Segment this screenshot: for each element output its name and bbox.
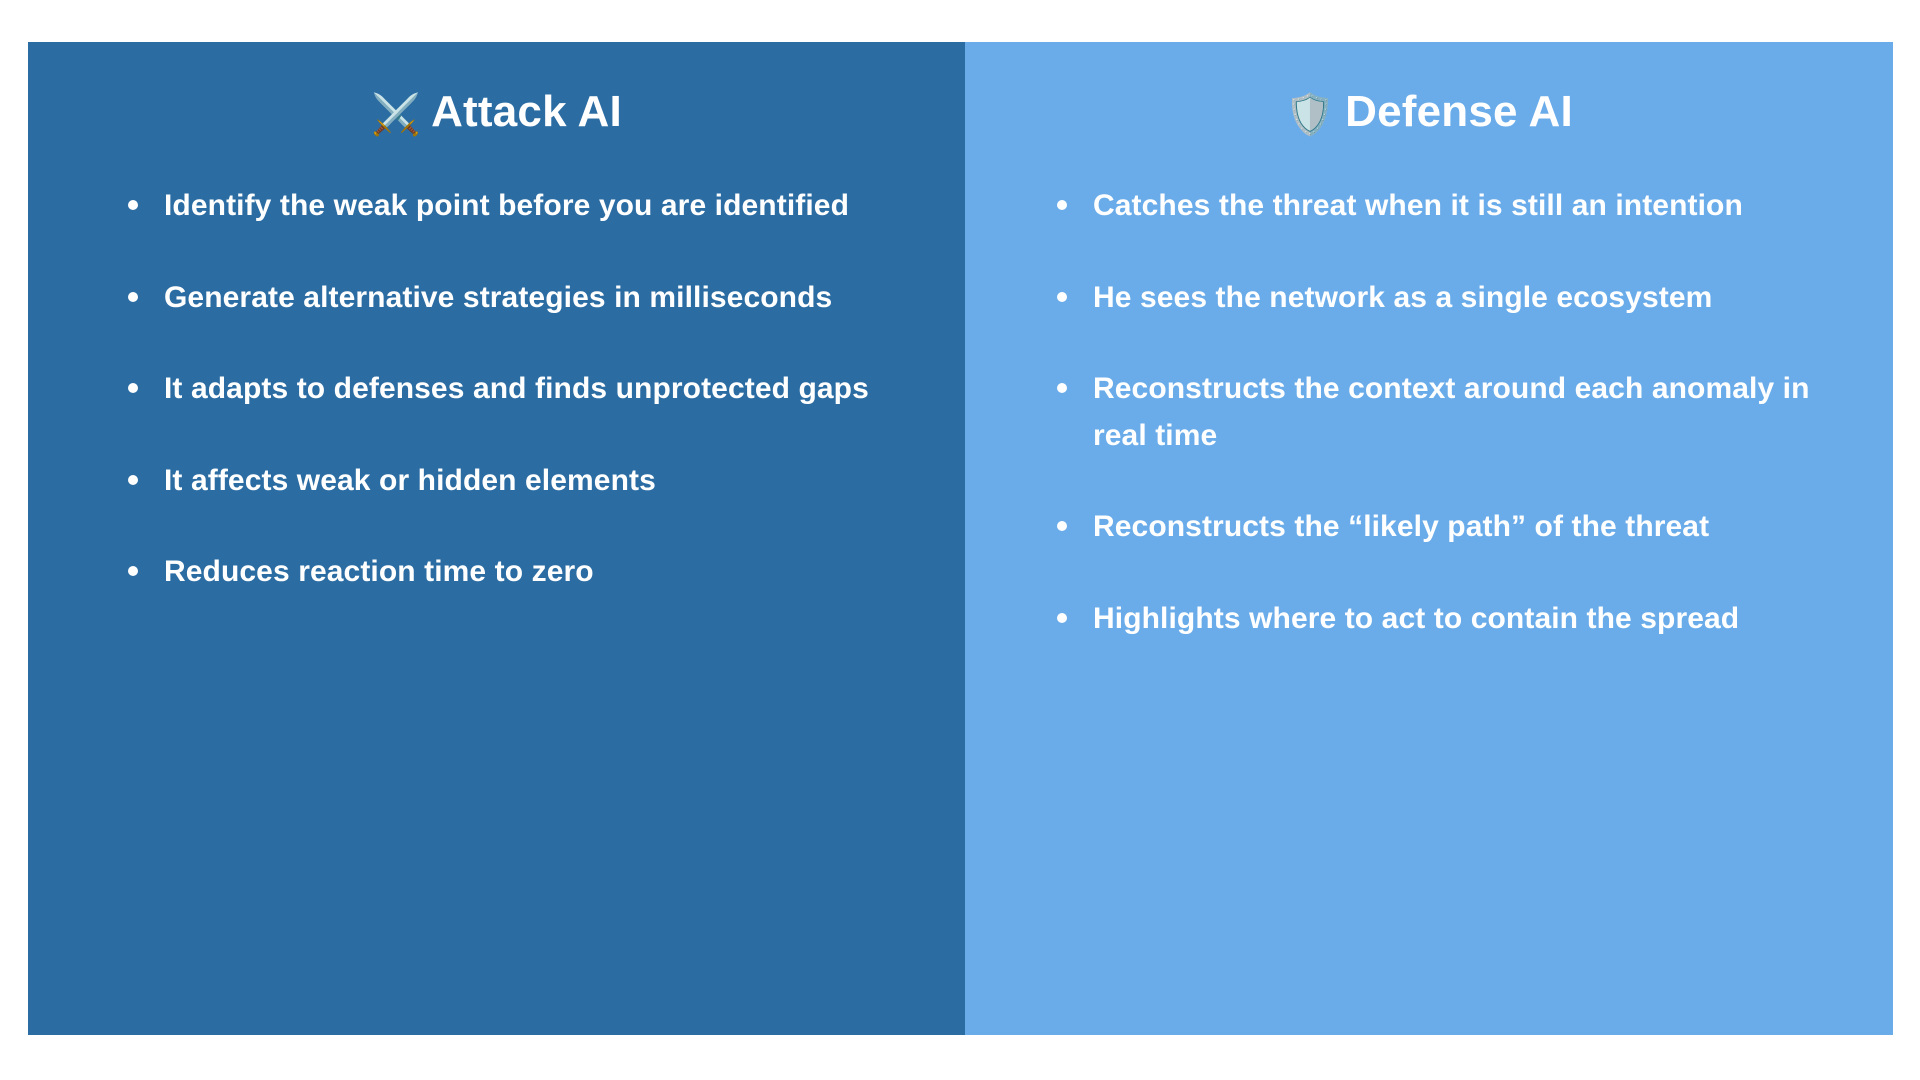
list-item-text: Reduces reaction time to zero xyxy=(164,555,594,588)
crossed-swords-icon: ⚔️ xyxy=(371,92,422,138)
list-item-text: Highlights where to act to contain the s… xyxy=(1093,601,1740,635)
bullet-dot-icon xyxy=(1057,200,1067,210)
list-item: It adapts to defenses and finds unprotec… xyxy=(126,366,907,413)
list-item-text: It affects weak or hidden elements xyxy=(164,463,656,497)
defense-bullet-list: Catches the threat when it is still an i… xyxy=(965,183,1893,642)
list-item-text: It adapts to defenses and finds unprotec… xyxy=(164,372,869,405)
list-item: He sees the network as a single ecosyste… xyxy=(1055,275,1835,322)
panel-attack-title-text: Attack AI xyxy=(431,87,622,136)
list-item-text: Catches the threat when it is still an i… xyxy=(1093,189,1743,222)
bullet-dot-icon xyxy=(1057,612,1067,623)
list-item: Highlights where to act to contain the s… xyxy=(1055,596,1835,643)
bullet-dot-icon xyxy=(128,200,138,210)
bullet-dot-icon xyxy=(128,291,138,302)
list-item: Identify the weak point before you are i… xyxy=(126,183,907,230)
list-item-text: Identify the weak point before you are i… xyxy=(164,189,849,222)
list-item-text: Reconstructs the context around each ano… xyxy=(1093,372,1810,452)
list-item: Reduces reaction time to zero xyxy=(126,549,907,596)
bullet-dot-icon xyxy=(1057,521,1067,531)
comparison-panels: ⚔️Attack AI Identify the weak point befo… xyxy=(28,42,1893,1035)
list-item-text: Generate alternative strategies in milli… xyxy=(164,280,833,314)
bullet-dot-icon xyxy=(128,383,138,393)
list-item-text: Reconstructs the “likely path” of the th… xyxy=(1093,510,1710,543)
list-item: Reconstructs the “likely path” of the th… xyxy=(1055,504,1835,551)
panel-attack-ai: ⚔️Attack AI Identify the weak point befo… xyxy=(28,42,965,1035)
bullet-dot-icon xyxy=(128,566,138,576)
list-item: Generate alternative strategies in milli… xyxy=(126,275,907,322)
panel-defense-title: 🛡️Defense AI xyxy=(965,42,1893,139)
list-item: It affects weak or hidden elements xyxy=(126,458,907,505)
bullet-dot-icon xyxy=(1057,291,1067,302)
panel-defense-title-text: Defense AI xyxy=(1345,87,1573,136)
shield-icon: 🛡️ xyxy=(1285,92,1336,138)
list-item-text: He sees the network as a single ecosyste… xyxy=(1093,280,1713,314)
panel-defense-ai: 🛡️Defense AI Catches the threat when it … xyxy=(965,42,1893,1035)
bullet-dot-icon xyxy=(128,474,138,485)
attack-bullet-list: Identify the weak point before you are i… xyxy=(28,183,965,596)
panel-attack-title: ⚔️Attack AI xyxy=(28,42,965,139)
list-item: Catches the threat when it is still an i… xyxy=(1055,183,1835,230)
bullet-dot-icon xyxy=(1057,383,1067,393)
list-item: Reconstructs the context around each ano… xyxy=(1055,366,1835,459)
